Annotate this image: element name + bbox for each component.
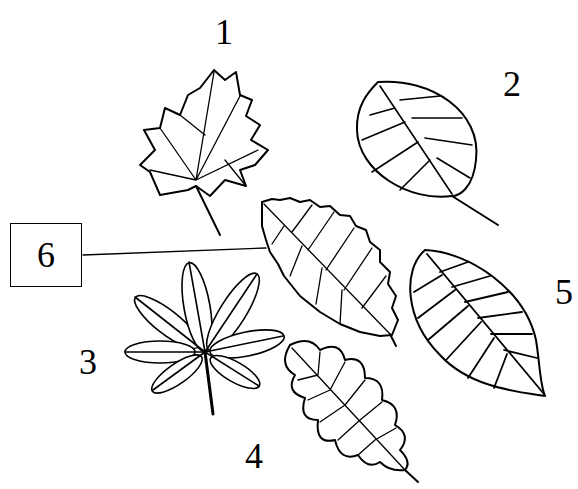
- callout-number: 6: [37, 237, 55, 273]
- callout-number: 5: [555, 274, 573, 310]
- maple-leaf: [140, 70, 268, 235]
- beech-leaf: [410, 250, 545, 396]
- callout-number: 3: [79, 344, 97, 380]
- birch-leaf: [262, 198, 398, 346]
- oak-leaf: [285, 341, 418, 482]
- chestnut-leaf: [125, 260, 287, 414]
- callout-number: 1: [215, 14, 233, 50]
- leader-line: [83, 248, 266, 255]
- callout-number: 4: [245, 438, 263, 474]
- callout-number: 2: [503, 66, 521, 102]
- linden-leaf: [357, 82, 498, 225]
- callout-box: 6: [10, 223, 82, 287]
